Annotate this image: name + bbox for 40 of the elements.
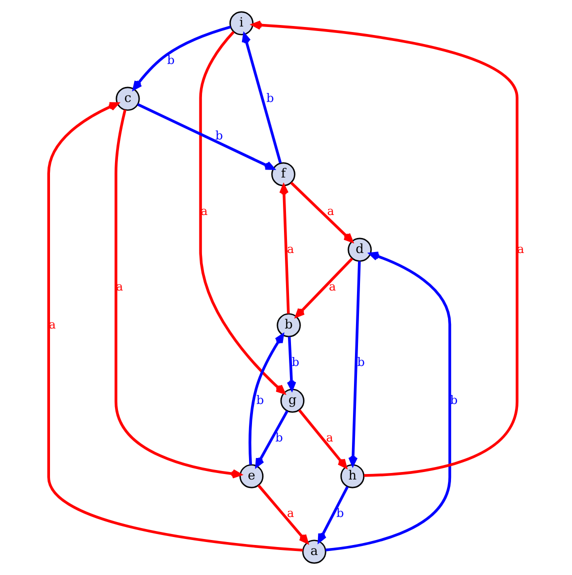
edge-label: b [336,506,344,520]
arrow [290,182,353,243]
edge-label: b [214,128,222,143]
edge-label: b [450,392,458,407]
arrow [198,31,285,394]
arrow [286,336,296,391]
edge-label: a [326,204,334,218]
edge-label: a [286,506,294,520]
arrow [324,252,451,552]
arrow [248,334,284,465]
node-circle: e [238,464,264,488]
arrow [294,258,353,318]
edge-label: b [274,430,283,445]
node-circle: h [340,464,364,488]
arrow [132,26,230,90]
node-circle: d [347,238,372,262]
node-circle: b [276,313,300,338]
arrow [278,184,290,314]
node-circle: c [115,86,140,111]
node-circle: f [270,162,295,186]
edge-label: b [356,355,364,370]
arrow [251,20,518,477]
edge-label: b [291,355,299,370]
edge-label: b [266,90,274,105]
arrow [241,33,282,164]
edge-label: a [286,242,294,256]
arrow [254,410,288,468]
arrow [298,409,346,468]
edge-label: a [326,430,333,445]
edge-label: b [256,392,264,407]
node-circle: i [228,11,254,36]
node-circle: a [302,540,326,564]
arrow [114,110,242,478]
edge-label: a [328,280,336,294]
edge-label: b [166,53,174,68]
arrow [136,103,274,170]
arrow [317,486,348,543]
node-circle: g [280,388,304,413]
arrow [256,484,308,544]
arrow [348,261,360,466]
